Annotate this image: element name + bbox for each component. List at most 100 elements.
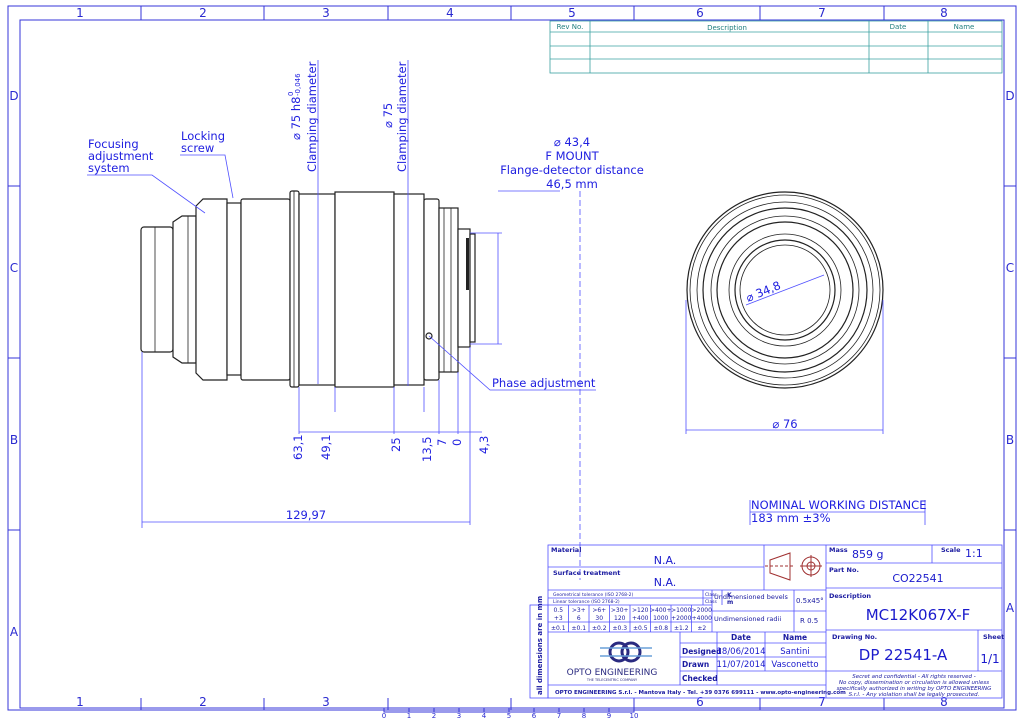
column-label: 1 bbox=[76, 695, 84, 709]
locking-label: screw bbox=[181, 141, 214, 155]
column-label: 3 bbox=[322, 6, 330, 20]
ruler-label: 2 bbox=[432, 712, 436, 718]
material-value: N.A. bbox=[654, 554, 677, 567]
drawn-date: 11/07/2014 bbox=[717, 660, 766, 670]
mount-dia: ⌀ 43,4 bbox=[554, 135, 590, 149]
drawing-no-label: Drawing No. bbox=[832, 633, 877, 641]
row-label: C bbox=[1006, 261, 1014, 275]
sheet-value: 1/1 bbox=[980, 652, 999, 666]
drawn-label: Drawn bbox=[682, 660, 709, 669]
flange-value: 46,5 mm bbox=[546, 177, 598, 191]
clamp2-label: Clamping diameter bbox=[395, 61, 409, 172]
ruler-label: 5 bbox=[507, 712, 511, 718]
row-label: A bbox=[10, 625, 19, 639]
revision-table: Rev No. Description Date Name bbox=[549, 20, 1003, 74]
tolerance-range: +4000 bbox=[692, 615, 712, 622]
scale-value: 1:1 bbox=[965, 547, 983, 560]
ruler-label: 6 bbox=[532, 712, 537, 718]
column-label: 2 bbox=[199, 695, 207, 709]
rev-header: Name bbox=[954, 23, 975, 31]
nwd-value: 183 mm ±3% bbox=[751, 511, 831, 525]
clamp1-label: Clamping diameter bbox=[305, 61, 319, 172]
column-label: 8 bbox=[940, 695, 948, 709]
column-label: 1 bbox=[76, 6, 84, 20]
description-value: MC12K067X-F bbox=[866, 606, 971, 624]
row-label: B bbox=[10, 433, 18, 447]
tolerance-range: 0.5 bbox=[553, 607, 563, 614]
drawing-no-value: DP 22541-A bbox=[859, 646, 948, 664]
dim-value: 49,1 bbox=[319, 434, 333, 460]
tolerance-value: ±0.1 bbox=[551, 625, 566, 632]
designed-label: Designed bbox=[682, 647, 722, 656]
ruler-label: 7 bbox=[557, 712, 561, 718]
company-footer: OPTO ENGINEERING S.r.l. - Mantova Italy … bbox=[555, 690, 846, 696]
tolerance-range: >6+ bbox=[592, 607, 606, 614]
ruler-label: 9 bbox=[607, 712, 611, 718]
geo-class: K bbox=[727, 592, 732, 599]
column-label: 3 bbox=[322, 695, 330, 709]
column-label: 7 bbox=[818, 695, 826, 709]
mount-type: F MOUNT bbox=[545, 149, 599, 163]
ruler-label: 3 bbox=[457, 712, 461, 718]
bevels-label: Undimensioned bevels bbox=[714, 593, 789, 601]
rev-header: Description bbox=[707, 24, 747, 32]
drawn-name: Vasconetto bbox=[771, 660, 818, 670]
dim-value: 0 bbox=[450, 439, 464, 446]
scale-label: Scale bbox=[941, 546, 961, 554]
drawing-frame bbox=[7, 5, 1017, 711]
title-block: Material N.A. Surface treatment N.A. Geo… bbox=[529, 544, 1004, 699]
lens-side-view bbox=[140, 190, 476, 388]
column-label: 2 bbox=[199, 6, 207, 20]
row-labels: D C B A D C B A bbox=[9, 89, 1015, 639]
projection-symbol bbox=[765, 552, 822, 581]
mass-value: 859 g bbox=[852, 548, 883, 561]
annotation-labels: Focusing adjustment system Locking screw… bbox=[88, 61, 926, 525]
dim-value: 63,1 bbox=[291, 434, 305, 460]
mass-label: Mass bbox=[829, 546, 848, 554]
clamp1-dia: ⌀ 75 h8 bbox=[289, 97, 303, 140]
logo-text: OPTO ENGINEERING bbox=[567, 668, 658, 678]
date-header: Date bbox=[731, 633, 751, 642]
row-label: B bbox=[1006, 433, 1014, 447]
row-label: C bbox=[10, 261, 18, 275]
tolerance-range: 30 bbox=[595, 615, 603, 622]
tolerance-range: 1000 bbox=[653, 615, 668, 622]
tolerance-range: >120 bbox=[632, 607, 649, 614]
sheet-label: Sheet bbox=[983, 633, 1004, 641]
tolerance-value: ±2 bbox=[697, 625, 706, 632]
locking-label: Locking bbox=[181, 129, 225, 143]
ruler-label: 1 bbox=[407, 712, 411, 718]
outer-dia-label: ⌀ 76 bbox=[772, 417, 797, 431]
dim-value: 13,5 bbox=[420, 436, 434, 462]
column-label: 5 bbox=[568, 6, 576, 20]
column-labels: 1 2 3 4 5 6 7 8 1 2 3 6 7 8 bbox=[76, 6, 948, 709]
designed-name: Santini bbox=[780, 647, 809, 657]
company-logo: OPTO ENGINEERING THE TELECENTRIC COMPANY bbox=[567, 641, 658, 682]
class-label: Class bbox=[705, 592, 717, 598]
flange-label: Flange-detector distance bbox=[500, 163, 644, 177]
tolerance-value: ±0.1 bbox=[571, 625, 586, 632]
tolerance-range: >400+ bbox=[650, 607, 672, 614]
focusing-label: Focusing bbox=[88, 137, 139, 151]
dim-value: 25 bbox=[389, 437, 403, 452]
material-label: Material bbox=[551, 546, 581, 554]
column-label: 6 bbox=[696, 695, 704, 709]
surface-value: N.A. bbox=[654, 576, 677, 589]
description-label: Description bbox=[829, 592, 871, 600]
focusing-label: system bbox=[88, 161, 130, 175]
row-label: D bbox=[9, 89, 18, 103]
confidential-note: S.r.l. - Any violation shall be legally … bbox=[849, 692, 980, 698]
geo-tolerance-label: Geometrical tolerance (ISO 2768-2) bbox=[553, 592, 633, 598]
tolerance-range: 120 bbox=[614, 615, 626, 622]
ruler-label: 10 bbox=[630, 712, 639, 718]
clamp1-tol-upper: 0 bbox=[287, 92, 295, 96]
column-label: 6 bbox=[696, 6, 704, 20]
tolerance-value: ±0.5 bbox=[633, 625, 648, 632]
phase-label: Phase adjustment bbox=[492, 376, 596, 390]
tolerance-value: ±1.2 bbox=[674, 625, 689, 632]
column-label: 8 bbox=[940, 6, 948, 20]
column-label: 4 bbox=[446, 6, 454, 20]
rev-header: Rev No. bbox=[557, 23, 584, 31]
